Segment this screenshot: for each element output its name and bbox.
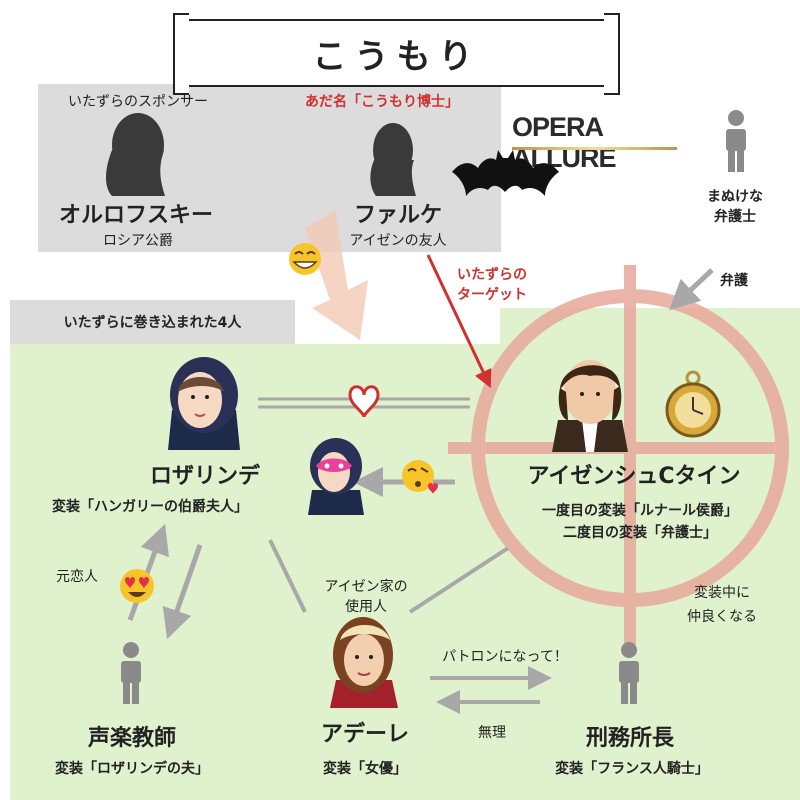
servant-line-rosalinde (268, 539, 307, 613)
rosalinde-name: ロザリンデ (149, 464, 261, 489)
target-label-line2: ターゲット (457, 287, 527, 303)
warden-person-icon (619, 642, 639, 704)
eisenstein-sub1: 一度目の変装「ルナール侯爵」 (542, 503, 738, 519)
orlofsky-role: いたずらのスポンサー (68, 94, 208, 110)
friendly-label-line1: 変装中に (694, 585, 750, 601)
lawyer-name-line2: 弁護士 (714, 209, 756, 225)
target-label-line1: いたずらの (457, 267, 527, 283)
servant-line-eisenstein (408, 546, 510, 614)
rosalinde-to-teacher-arrow (162, 544, 203, 640)
adele-name: アデーレ (320, 722, 410, 747)
heart-eyes-emoji-icon (120, 569, 154, 603)
kiss-emoji-icon (402, 460, 438, 494)
victims-tab: いたずらに巻き込まれた4人 (10, 300, 295, 344)
servant-label-line2: 使用人 (345, 599, 387, 615)
heart-icon (348, 385, 380, 418)
rosalinde-sub: 変装「ハンガリーの伯爵夫人」 (52, 499, 248, 515)
lawyer-name-line1: まぬけな (707, 189, 763, 205)
servant-label-line1: アイゼン家の (324, 579, 408, 595)
eisenstein-name: アイゼンシュCタイン (527, 464, 741, 489)
lawyer-person-icon (726, 110, 746, 172)
orlofsky-name: オルロフスキー (58, 203, 214, 228)
pocket-watch-icon (665, 370, 721, 438)
grin-emoji-icon (289, 243, 321, 275)
orlofsky-silhouette-icon (106, 113, 165, 196)
falke-name: ファルケ (353, 203, 443, 228)
teacher-person-icon (121, 642, 141, 704)
eisenstein-portrait-icon (552, 360, 628, 452)
warden-name: 刑務所長 (585, 726, 675, 751)
eisenstein-sub2: 二度目の変装「弁護士」 (563, 525, 717, 541)
adele-portrait-icon (330, 617, 398, 708)
page-title: こうもり (173, 13, 620, 95)
bat-icon (452, 150, 559, 196)
teacher-name: 声楽教師 (87, 726, 177, 751)
teacher-sub: 変装「ロザリンデの夫」 (55, 761, 209, 777)
lawyer-arrow-label: 弁護 (720, 273, 748, 289)
friendly-label-line2: 仲良くなる (687, 609, 757, 625)
rosalinde-portrait-icon (168, 357, 240, 450)
masked-rosalinde-icon (308, 438, 364, 515)
falke-role: あだ名「こうもり博士」 (305, 94, 459, 110)
falke-silhouette-icon (370, 123, 416, 196)
sponsor-arrow (305, 210, 368, 340)
orlofsky-sub: ロシア公爵 (103, 233, 173, 249)
warden-sub: 変装「フランス人騎士」 (555, 761, 709, 777)
ex-lover-label: 元恋人 (56, 569, 98, 585)
patron-label: パトロンになって！ (442, 649, 568, 665)
falke-sub: アイゼンの友人 (349, 233, 447, 249)
target-arrow (426, 254, 492, 389)
refuse-label: 無理 (478, 725, 506, 741)
adele-sub: 変装「女優」 (323, 761, 407, 777)
lawyer-arrow (669, 268, 714, 311)
